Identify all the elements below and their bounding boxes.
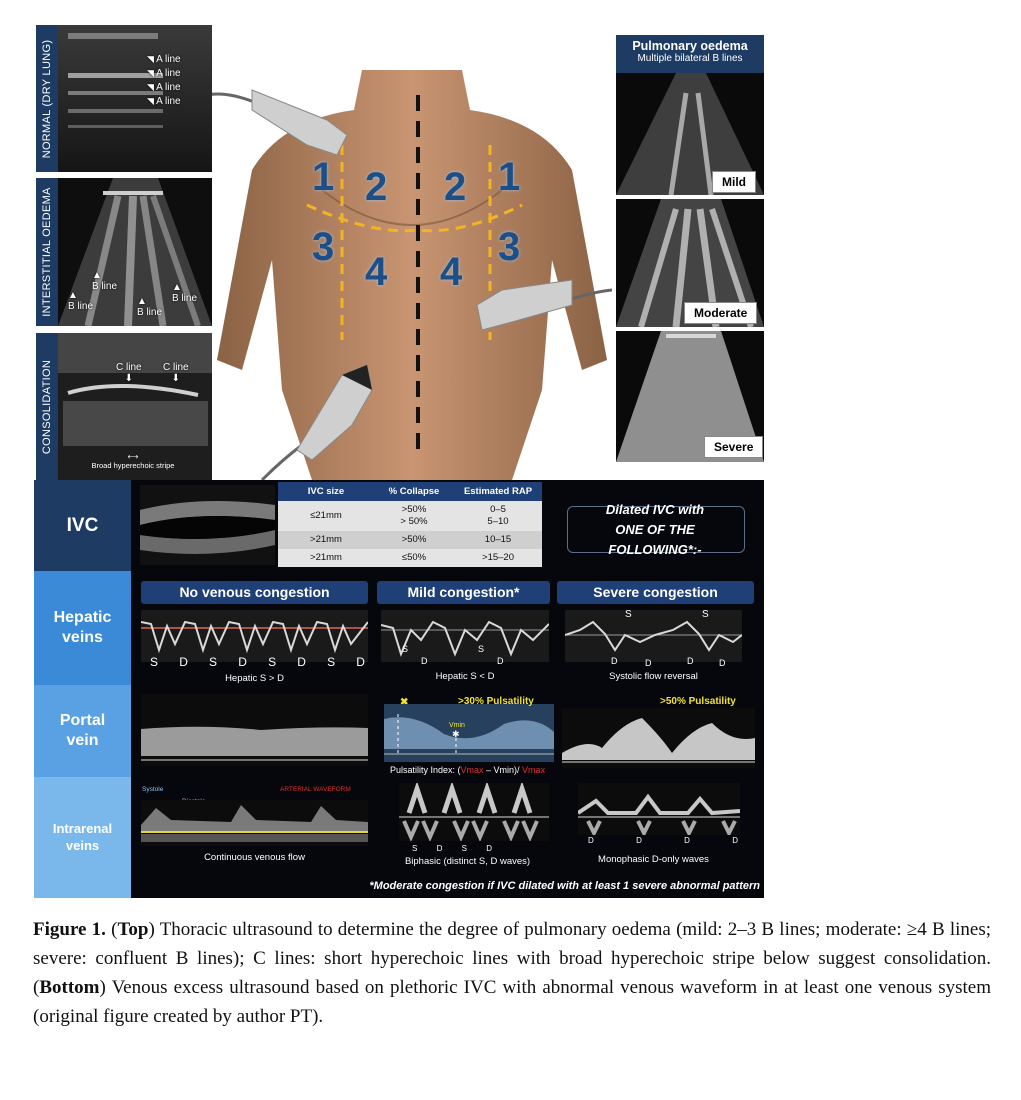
intrarenal-normal-caption: Continuous venous flow — [204, 852, 305, 863]
interstitial-sidebar: INTERSTITIAL OEDEMA — [36, 178, 58, 326]
table-row: >21mm >50% 10–15 — [278, 530, 542, 549]
portal-vmin-marker: ✱ — [452, 729, 460, 739]
systole-label: Systole — [142, 786, 164, 793]
hepatic-mild-letter: S — [402, 644, 409, 654]
zone-1-left: 1 — [312, 155, 335, 199]
portal-severe-title: >50% Pulsatility — [660, 696, 736, 707]
zone-2-right: 2 — [444, 165, 467, 209]
hepatic-severe-letter: D — [719, 658, 726, 668]
dilated-ivc-box — [567, 506, 745, 553]
zone-1-right: 1 — [498, 155, 521, 199]
zone-4-right: 4 — [440, 250, 463, 294]
portal-vmin-label: Vmin — [449, 722, 465, 729]
normal-lung-image — [58, 25, 212, 172]
portal-severe-waveform — [562, 708, 755, 768]
caption-bottom-text: Venous excess ultrasound based on pletho… — [33, 977, 991, 1027]
hepatic-severe-letter: D — [611, 656, 618, 666]
intrarenal-mild-waveform — [399, 781, 549, 842]
moderate-oedema-image — [616, 199, 764, 327]
a-line-markers: ◥ A line ◥ A line ◥ A line ◥ A line — [147, 54, 181, 107]
portal-mild-vmax: ✖ — [400, 697, 409, 708]
a-line-label: ◥ A line — [147, 96, 181, 107]
a-line-label: ◥ A line — [147, 68, 181, 79]
consolidation-image — [58, 333, 212, 481]
hepatic-mild-waveform — [380, 610, 550, 662]
portal-mild-waveform — [384, 704, 554, 762]
intrarenal-severe-waveform — [576, 783, 741, 838]
hepatic-mild-letter: D — [421, 656, 428, 666]
hepatic-normal-caption: Hepatic S > D — [225, 673, 284, 684]
c-line-label: C line⬇ — [116, 362, 142, 384]
zone-2-left: 2 — [365, 165, 388, 209]
hepatic-severe-letter: S — [702, 609, 709, 620]
c-line-label: C line⬇ — [163, 362, 189, 384]
portal-normal-waveform — [141, 694, 368, 766]
vexus-footnote: *Moderate congestion if IVC dilated with… — [369, 880, 760, 892]
a-line-label: ◥ A line — [147, 82, 181, 93]
hepatic-mild-letter: S — [478, 644, 485, 654]
broad-stripe-label: ⟷Broad hyperechoic stripe — [91, 452, 175, 470]
zone-4-left: 4 — [365, 250, 388, 294]
chest-illustration — [206, 30, 613, 482]
hepatic-severe-caption: Systolic flow reversal — [609, 671, 698, 682]
caption-bottom-word: Bottom — [39, 977, 100, 998]
caption-top-word: Top — [117, 919, 149, 940]
portal-mild-title: >30% Pulsatility — [458, 696, 534, 707]
caption-top-text: Thoracic ultrasound to determine the deg… — [33, 919, 992, 969]
severe-label: Severe — [704, 436, 764, 458]
intrarenal-mild-caption: Biphasic (distinct S, D waves) — [404, 856, 531, 867]
hepatic-severe-letter: D — [687, 656, 694, 666]
mild-label: Mild — [712, 171, 756, 193]
pulmonary-oedema-title: Pulmonary oedema — [632, 39, 748, 53]
intrarenal-normal-waveform — [141, 800, 368, 846]
arterial-waveform-label: ARTERIAL WAVEFORM — [280, 786, 351, 793]
mild-oedema-image — [616, 73, 764, 195]
intrarenal-severe-caption: Monophasic D-only waves — [598, 854, 709, 865]
normal-lung-sidebar: NORMAL (DRY LUNG) — [36, 25, 58, 172]
rap-header: Estimated RAP — [454, 482, 542, 501]
ivc-ultrasound-image — [140, 485, 275, 565]
hepatic-normal-waveform — [140, 610, 369, 662]
figure-label: Figure 1. — [33, 919, 106, 940]
figure-caption: Figure 1. (Top) Thoracic ultrasound to d… — [33, 919, 992, 1027]
column-severe-congestion: Severe congestion — [557, 581, 754, 604]
row-label-ivc: IVC — [34, 480, 131, 571]
interstitial-image — [58, 178, 212, 326]
moderate-label: Moderate — [684, 302, 758, 324]
ivc-size-header: IVC size — [278, 482, 374, 501]
hepatic-severe-letter: D — [645, 658, 652, 668]
table-row: >21mm ≤50% >15–20 — [278, 548, 542, 567]
collapse-header: % Collapse — [374, 482, 454, 501]
column-mild-congestion: Mild congestion* — [377, 581, 550, 604]
hepatic-mild-caption: Hepatic S < D — [435, 671, 495, 682]
a-line-label: ◥ A line — [147, 54, 181, 65]
pulmonary-oedema-header: Pulmonary oedema Multiple bilateral B li… — [616, 35, 764, 73]
b-line-label: ▲B line — [137, 296, 163, 318]
ivc-table: IVC size % Collapse Estimated RAP ≤21mm … — [278, 482, 542, 567]
consolidation-sidebar: CONSOLIDATION — [36, 333, 58, 481]
column-no-congestion: No venous congestion — [141, 581, 368, 604]
hepatic-severe-letter: S — [625, 609, 632, 620]
b-line-label: ▲B line — [172, 282, 198, 304]
b-line-label: ▲B line — [92, 270, 118, 292]
pulsatility-formula: Pulsatility Index: (Vmax – Vmin)/ Vmax — [389, 765, 546, 775]
pulmonary-oedema-subtitle: Multiple bilateral B lines — [637, 53, 743, 64]
zone-3-left: 3 — [312, 225, 335, 269]
hepatic-mild-letter: D — [497, 656, 504, 666]
zone-3-right: 3 — [498, 225, 521, 269]
b-line-label: ▲B line — [68, 290, 94, 312]
hepatic-severe-waveform — [564, 610, 743, 662]
